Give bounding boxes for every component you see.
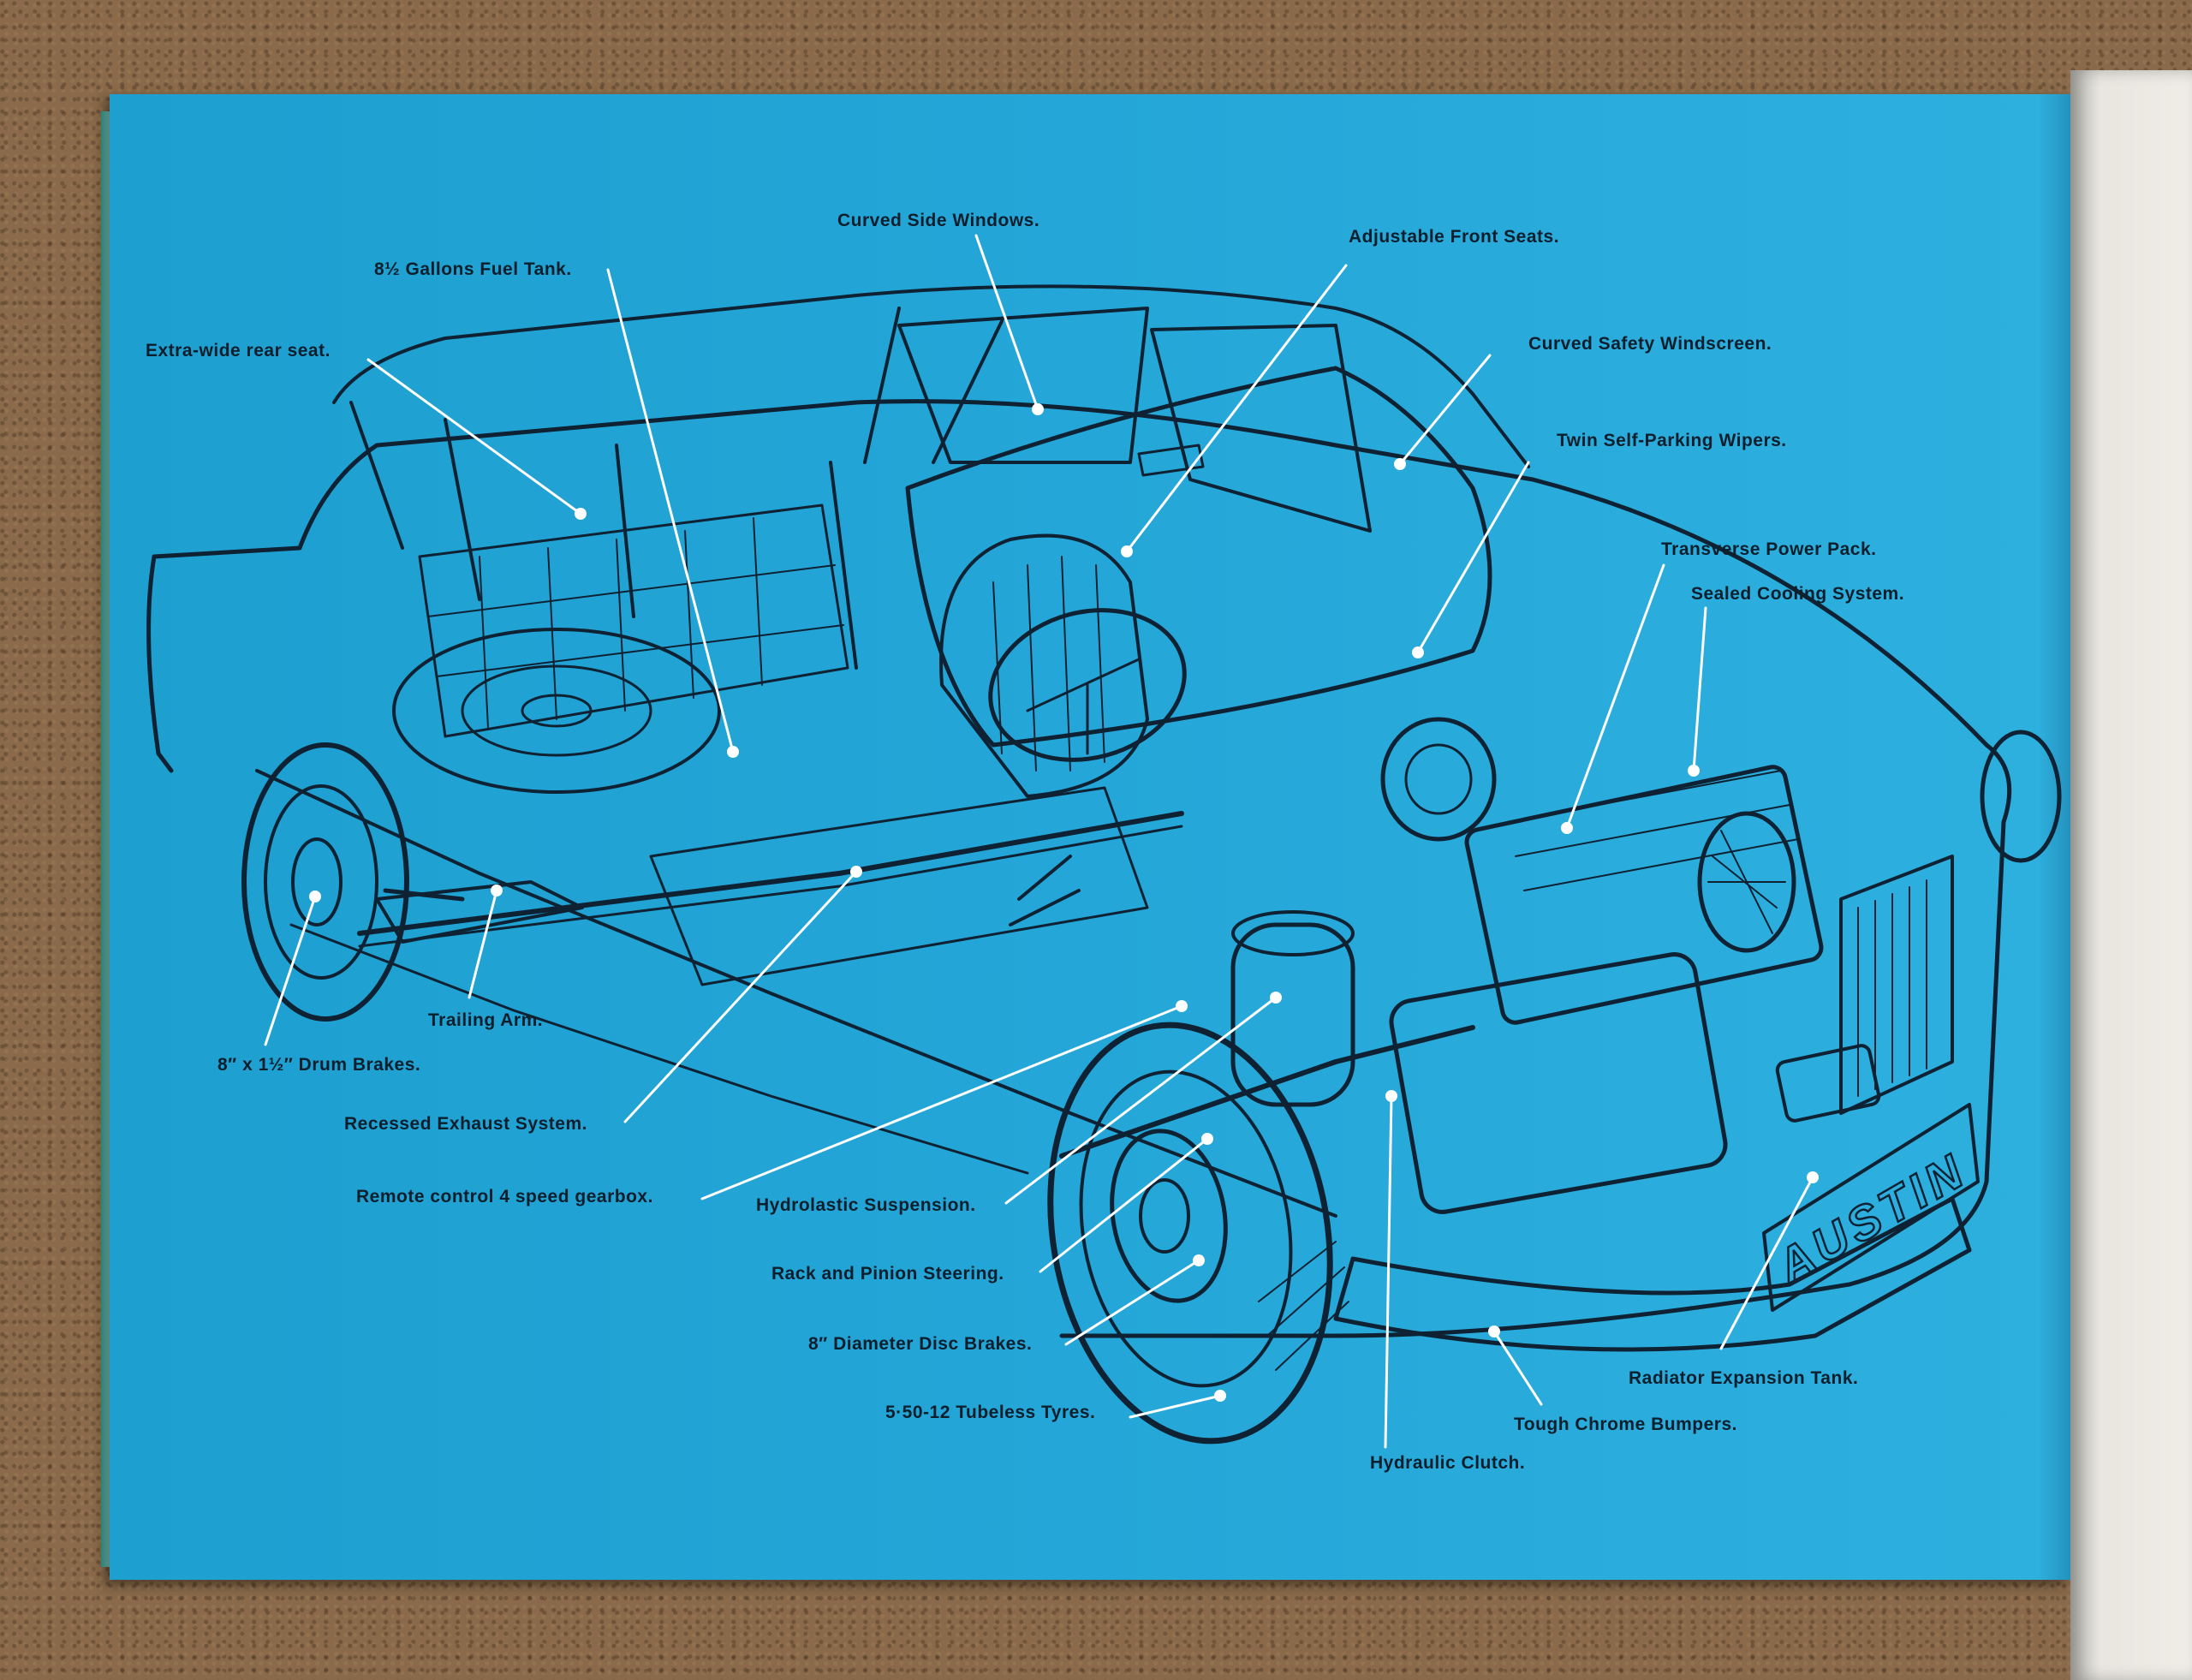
radiator-tank	[1775, 1044, 1881, 1123]
leader-drum-brakes	[264, 895, 317, 1046]
leader-tyres	[1129, 1394, 1222, 1419]
dot-sealed-cooling	[1688, 765, 1700, 777]
steering-wheel	[988, 608, 1187, 762]
leader-hydraulic-clutch	[1384, 1094, 1393, 1449]
leader-recessed-exhaust	[623, 870, 858, 1123]
steering-rack	[1059, 1025, 1475, 1159]
leader-disc-brakes	[1064, 1259, 1200, 1346]
lower-body	[289, 923, 1029, 1175]
dot-recessed-exhaust	[850, 866, 862, 878]
radiator	[1697, 811, 1796, 953]
exhaust-pipe	[357, 811, 1184, 936]
label-adjustable-front-seats: Adjustable Front Seats.	[1349, 227, 1560, 247]
rear-seat	[418, 503, 849, 738]
number-plate	[1762, 1103, 1980, 1312]
floor-pan	[649, 786, 1149, 986]
facing-page	[2070, 70, 2192, 1680]
leader-twin-wipers	[1416, 461, 1530, 654]
dot-hydraulic-clutch	[1385, 1090, 1397, 1102]
leader-extra-wide-rear-seat	[366, 358, 582, 515]
label-bumpers: Tough Chrome Bumpers.	[1514, 1415, 1737, 1434]
sill-line	[255, 769, 1337, 1218]
body-outline	[152, 399, 2012, 1338]
dot-gearbox	[1176, 1000, 1188, 1012]
label-sealed-cooling: Sealed Cooling System.	[1691, 584, 1905, 604]
dot-twin-wipers	[1412, 646, 1424, 658]
dot-trailing-arm	[491, 885, 503, 897]
gear-lever	[1009, 855, 1081, 926]
air-filter	[1380, 717, 1497, 842]
label-hydraulic-clutch: Hydraulic Clutch.	[1370, 1453, 1526, 1473]
dot-adjustable-front-seats	[1121, 545, 1133, 557]
front-wheel	[1047, 1022, 1333, 1445]
label-curved-side-windows: Curved Side Windows.	[837, 211, 1040, 230]
dot-curved-safety-windscreen	[1394, 458, 1406, 470]
dot-transverse-power-pack	[1561, 822, 1573, 834]
leader-curved-safety-windscreen	[1398, 354, 1492, 466]
rear-view-mirror	[1137, 444, 1205, 477]
dot-bumpers	[1488, 1326, 1500, 1337]
leader-radiator-tank	[1719, 1176, 1814, 1350]
rear-seat-grid	[427, 517, 844, 729]
rear-end	[146, 554, 174, 773]
label-steering: Rack and Pinion Steering.	[771, 1264, 1004, 1284]
leader-steering	[1039, 1137, 1209, 1273]
label-disc-brakes: 8″ Diameter Disc Brakes.	[808, 1334, 1033, 1354]
rear-wheel	[241, 742, 409, 1022]
label-fuel-tank: 8½ Gallons Fuel Tank.	[374, 259, 572, 279]
dot-drum-brakes	[309, 891, 321, 903]
leader-fuel-tank	[606, 268, 735, 754]
dot-disc-brakes	[1193, 1254, 1205, 1266]
dot-radiator-tank	[1807, 1171, 1819, 1183]
label-radiator-tank: Radiator Expansion Tank.	[1629, 1368, 1859, 1388]
label-drum-brakes: 8″ x 1½″ Drum Brakes.	[217, 1055, 421, 1075]
dot-hydrolastic	[1270, 992, 1282, 1004]
leader-sealed-cooling	[1692, 606, 1707, 772]
windscreen-frame	[905, 366, 1492, 748]
leader-transverse-power-pack	[1565, 563, 1665, 830]
leader-hydrolastic	[1004, 996, 1278, 1205]
leader-trailing-arm	[468, 889, 498, 999]
label-twin-wipers: Twin Self-Parking Wipers.	[1557, 431, 1787, 450]
engine-block	[1464, 765, 1824, 1025]
suspension-unit	[1230, 922, 1355, 1107]
label-tyres: 5·50-12 Tubeless Tyres.	[885, 1403, 1096, 1422]
label-hydrolastic: Hydrolastic Suspension.	[756, 1195, 976, 1215]
leader-curved-side-windows	[974, 234, 1039, 411]
headlamp	[1980, 730, 2062, 863]
dot-steering	[1201, 1133, 1213, 1145]
front-seat	[939, 533, 1149, 798]
leader-gearbox	[700, 1004, 1183, 1200]
side-window-frames	[897, 307, 1372, 533]
dot-tyres	[1214, 1390, 1226, 1402]
dot-extra-wide-rear-seat	[575, 508, 587, 520]
leader-bumpers	[1492, 1330, 1543, 1406]
label-gearbox: Remote control 4 speed gearbox.	[356, 1187, 653, 1206]
grille	[1839, 855, 1954, 1115]
leader-adjustable-front-seats	[1125, 264, 1348, 553]
label-extra-wide-rear-seat: Extra-wide rear seat.	[146, 341, 331, 360]
roof-line	[332, 284, 1530, 468]
front-bumper	[1333, 1196, 1972, 1352]
trailing-arm-shape	[375, 880, 584, 944]
label-curved-safety-windscreen: Curved Safety Windscreen.	[1528, 334, 1772, 354]
gearbox-casing	[1389, 952, 1728, 1214]
disc-brake	[1110, 1129, 1228, 1303]
dot-fuel-tank	[727, 746, 739, 758]
spare-wheel	[392, 628, 721, 794]
label-recessed-exhaust: Recessed Exhaust System.	[344, 1114, 587, 1134]
label-transverse-power-pack: Transverse Power Pack.	[1661, 539, 1877, 559]
label-trailing-arm: Trailing Arm.	[428, 1010, 544, 1030]
dot-curved-side-windows	[1032, 403, 1044, 415]
